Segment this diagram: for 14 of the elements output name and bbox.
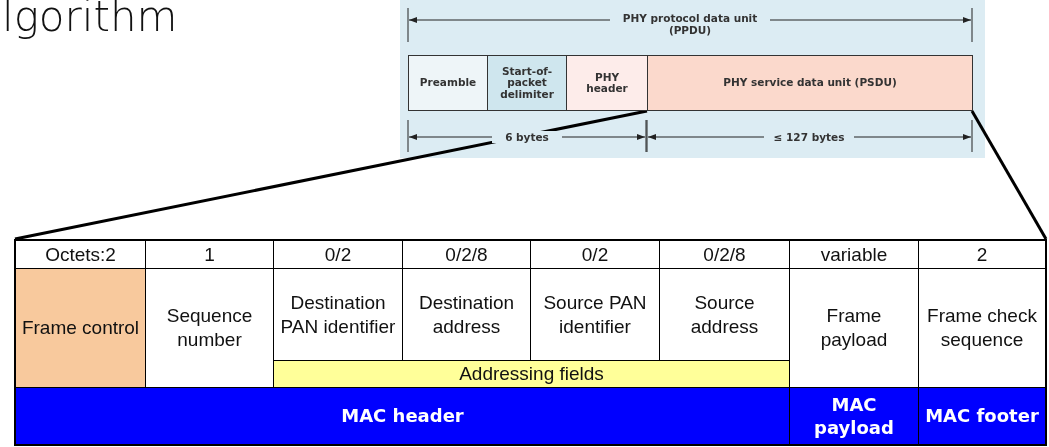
table-cell: Addressing fields [273,360,790,388]
frame-field-box: Start-of-packet delimiter [487,55,567,111]
table-cell: Frame control [15,268,146,388]
dimension-label: ≤ 127 bytes [764,131,854,143]
table-cell: MAC header [15,387,790,445]
table-cell: MAC payload [789,387,919,445]
frame-field-box: PHY service data unit (PSDU) [647,55,973,111]
dimension-label: 6 bytes [492,131,562,143]
frame-field-box: PHY header [566,55,648,111]
zoom-line [970,110,1048,240]
dimension-label: PHY protocol data unit (PPDU) [610,12,770,36]
zoom-line [14,109,648,241]
frame-field-box: Preamble [408,55,488,111]
table-cell: MAC footer [918,387,1046,445]
